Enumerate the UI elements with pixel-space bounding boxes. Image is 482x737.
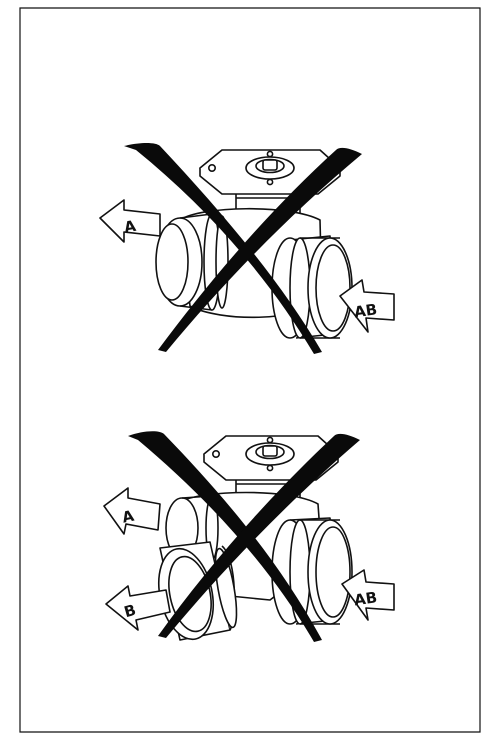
- port-ab-connection: [271, 235, 353, 339]
- arrow-label: B: [122, 601, 138, 621]
- flow-arrow-a-bottom: A: [103, 487, 161, 535]
- flow-arrow-a-top: A: [99, 199, 161, 243]
- incorrect-cross-bottom: [128, 431, 360, 642]
- flow-arrow-ab-top: AB: [339, 279, 395, 333]
- flow-arrow-ab-bottom: AB: [341, 569, 395, 621]
- port-a-connection: [155, 213, 229, 311]
- arrow-label: AB: [353, 300, 378, 321]
- arrow-label: A: [120, 507, 135, 527]
- incorrect-cross-top: [124, 143, 362, 354]
- arrow-label: AB: [353, 588, 378, 609]
- port-ab-connection: [271, 517, 353, 625]
- page-border: [19, 7, 481, 733]
- mounting-flange: [203, 435, 339, 481]
- flow-arrow-b-bottom: B: [105, 585, 171, 631]
- arrow-label: A: [123, 217, 138, 237]
